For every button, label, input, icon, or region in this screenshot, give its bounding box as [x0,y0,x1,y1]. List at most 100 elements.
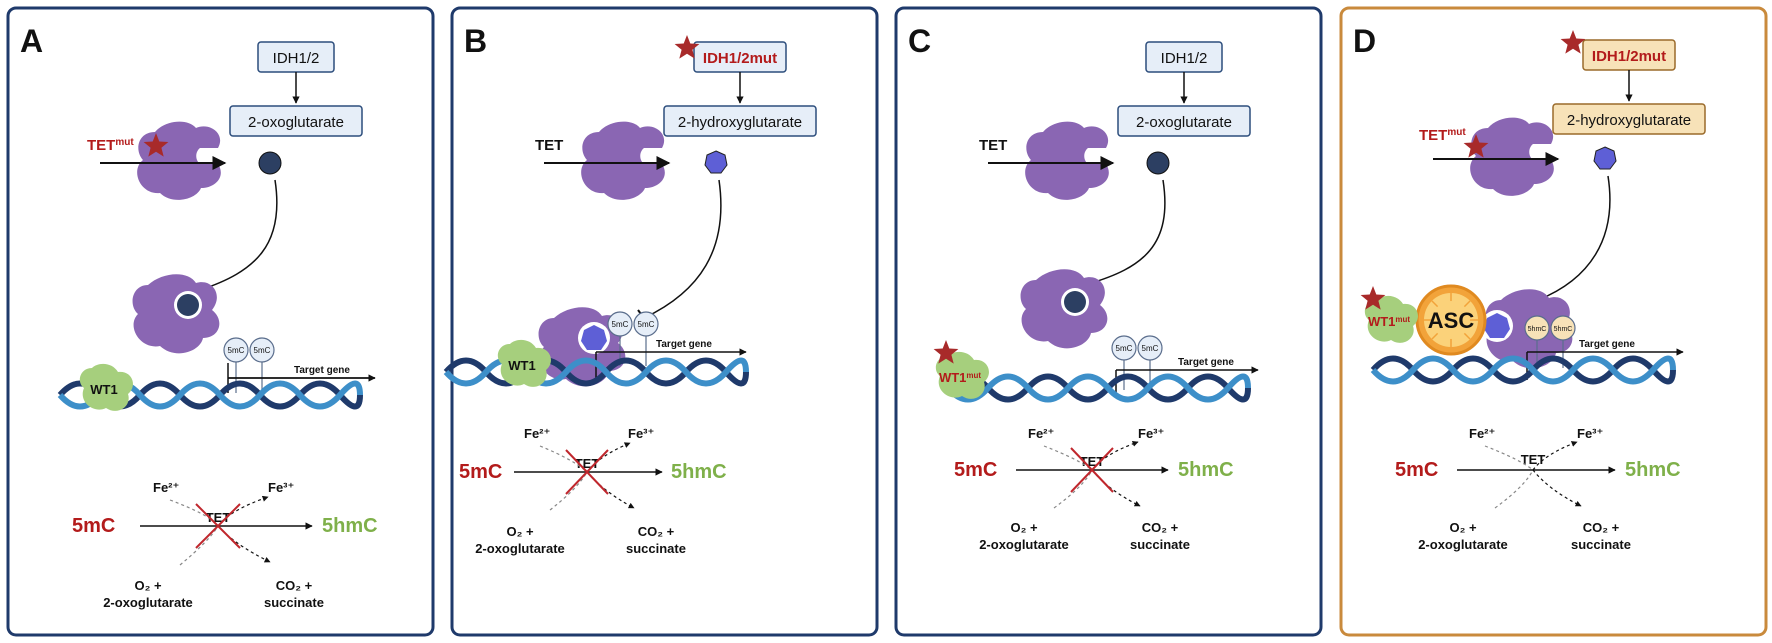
fe-arrow-in [1484,445,1534,471]
curved-arrow [199,179,278,292]
methyl-mark-2 [249,337,275,363]
mutation-star-icon [143,133,169,157]
reaction-scheme: Fe²⁺ Fe³⁺ 5mC TET 5hmC O₂ + 2-oxoglutara… [954,426,1234,552]
inhibition-cross-2 [565,449,609,495]
mutation-star-icon [1463,134,1489,158]
reaction-scheme: Fe²⁺ Fe³⁺ 5mC TET 5hmC O₂ + 2-oxoglutara… [1395,426,1681,552]
wt1-protein [79,363,133,411]
tet-protein [1025,121,1109,200]
inhibition-cross-2 [1070,447,1114,493]
target-gene-label: Target gene [1178,357,1234,368]
methyl-mark-1-label: 5mC [612,320,629,329]
tet-label: TET [535,137,563,154]
fe3-label: Fe³⁺ [1138,426,1164,441]
substrate-label: 5mC [1395,459,1438,481]
cosubstrate-arrow [1494,469,1534,509]
wt1-label: WT1mut [939,370,981,385]
tet-protein [1470,117,1554,196]
fe3-label: Fe³⁺ [1577,426,1603,441]
fe3-label: Fe³⁺ [628,426,654,441]
cosubstrate-label-1: O₂ + [134,578,162,593]
metabolite-in-tet-core [581,325,607,350]
metabolite-circle [258,151,282,175]
enzyme-box-label: IDH1/2mut [703,50,777,67]
metabolite-box-label: 2-oxoglutarate [1136,114,1232,131]
panel-border [6,6,435,637]
metabolite-heptagon [704,150,728,174]
tet-label: TETmut [1419,127,1466,145]
dna-helix [443,357,749,387]
asc-label: ASC [1428,308,1475,333]
panel-letter: D [1353,23,1376,59]
enzyme-box-label: IDH1/2 [273,50,320,67]
cosubstrate-label-1: O₂ + [1010,520,1038,535]
metabolite-box [1117,105,1251,137]
coproduct-label-2: succinate [1130,537,1190,552]
cosubstrate-label-1: O₂ + [506,524,534,539]
fe2-label: Fe²⁺ [1469,426,1495,441]
target-gene-label: Target gene [656,339,712,350]
methyl-mark-2-label: 5mC [254,346,271,355]
panel-letter: C [908,23,931,59]
fe2-label: Fe²⁺ [1028,426,1054,441]
mutation-star-icon [933,340,959,364]
dna-helix [945,373,1251,403]
cosubstrate-label-2: 2-oxoglutarate [103,595,193,610]
methyl-marks: 5mC 5mC [223,337,275,393]
methyl-mark-1-label: 5hmC [1528,326,1547,333]
fe-arrow-out [1091,440,1139,471]
metabolite-in-tet-core [177,294,199,316]
inhibition-curve [643,179,722,319]
methyl-mark-2-label: 5mC [638,320,655,329]
asc-orange: ASC [1415,284,1487,356]
methyl-mark-2 [1137,335,1163,361]
metabolite-box-label: 2-hydroxyglutarate [678,114,802,131]
panel-border [894,6,1323,637]
target-gene-label: Target gene [294,365,350,376]
substrate-label: 5mC [72,515,115,537]
methyl-mark-2-label: 5mC [1142,344,1159,353]
mutation-star-icon [674,35,700,59]
tet-label: TET [979,137,1007,154]
methyl-mark-1-label: 5mC [228,346,245,355]
metabolite-box [1552,103,1706,135]
fe-arrow-in [169,499,219,527]
enzyme-box-label: IDH1/2 [1161,50,1208,67]
methyl-mark-1 [223,337,249,363]
enzyme-label: TET [1080,454,1105,469]
metabolite-box [229,105,363,137]
methyl-mark-1 [607,311,633,337]
fe2-label: Fe²⁺ [524,426,550,441]
metabolite-in-tet-core [1484,313,1510,338]
coproduct-arrow [586,471,635,509]
coproduct-label-1: CO₂ + [276,578,313,593]
mutation-star-icon [1360,286,1386,310]
panel-a: A IDH1/2 2-oxoglutarate TETmut 5mC 5mC T… [6,6,435,637]
fe3-label: Fe³⁺ [268,480,294,495]
coproduct-arrow [217,525,271,563]
enzyme-label: TET [1521,452,1546,467]
enzyme-box-label: IDH1/2mut [1592,48,1666,65]
methyl-mark-1 [1524,315,1550,341]
methyl-mark-1 [1111,335,1137,361]
coproduct-label-1: CO₂ + [1142,520,1179,535]
panel-letter: B [464,23,487,59]
wt1-label: WT1 [508,358,535,373]
tet-protein [581,121,665,200]
coproduct-label-2: succinate [264,595,324,610]
cosubstrate-label-2: 2-oxoglutarate [979,537,1069,552]
metabolite-circle [1146,151,1170,175]
panel-border [450,6,879,637]
tet-label: TETmut [87,137,134,155]
metabolite-in-tet-core [1064,291,1086,313]
metabolite-box-label: 2-hydroxyglutarate [1567,112,1691,129]
reaction-scheme: Fe²⁺ Fe³⁺ 5mC TET 5hmC O₂ + 2-oxoglutara… [459,426,727,556]
cosubstrate-label-2: 2-oxoglutarate [1418,537,1508,552]
wt1-protein [497,339,551,387]
methyl-mark-2 [633,311,659,337]
coproduct-arrow [1091,469,1141,507]
cosubstrate-label-1: O₂ + [1449,520,1477,535]
tet-protein-bound [132,274,220,354]
metabolite-box-label: 2-oxoglutarate [248,114,344,131]
